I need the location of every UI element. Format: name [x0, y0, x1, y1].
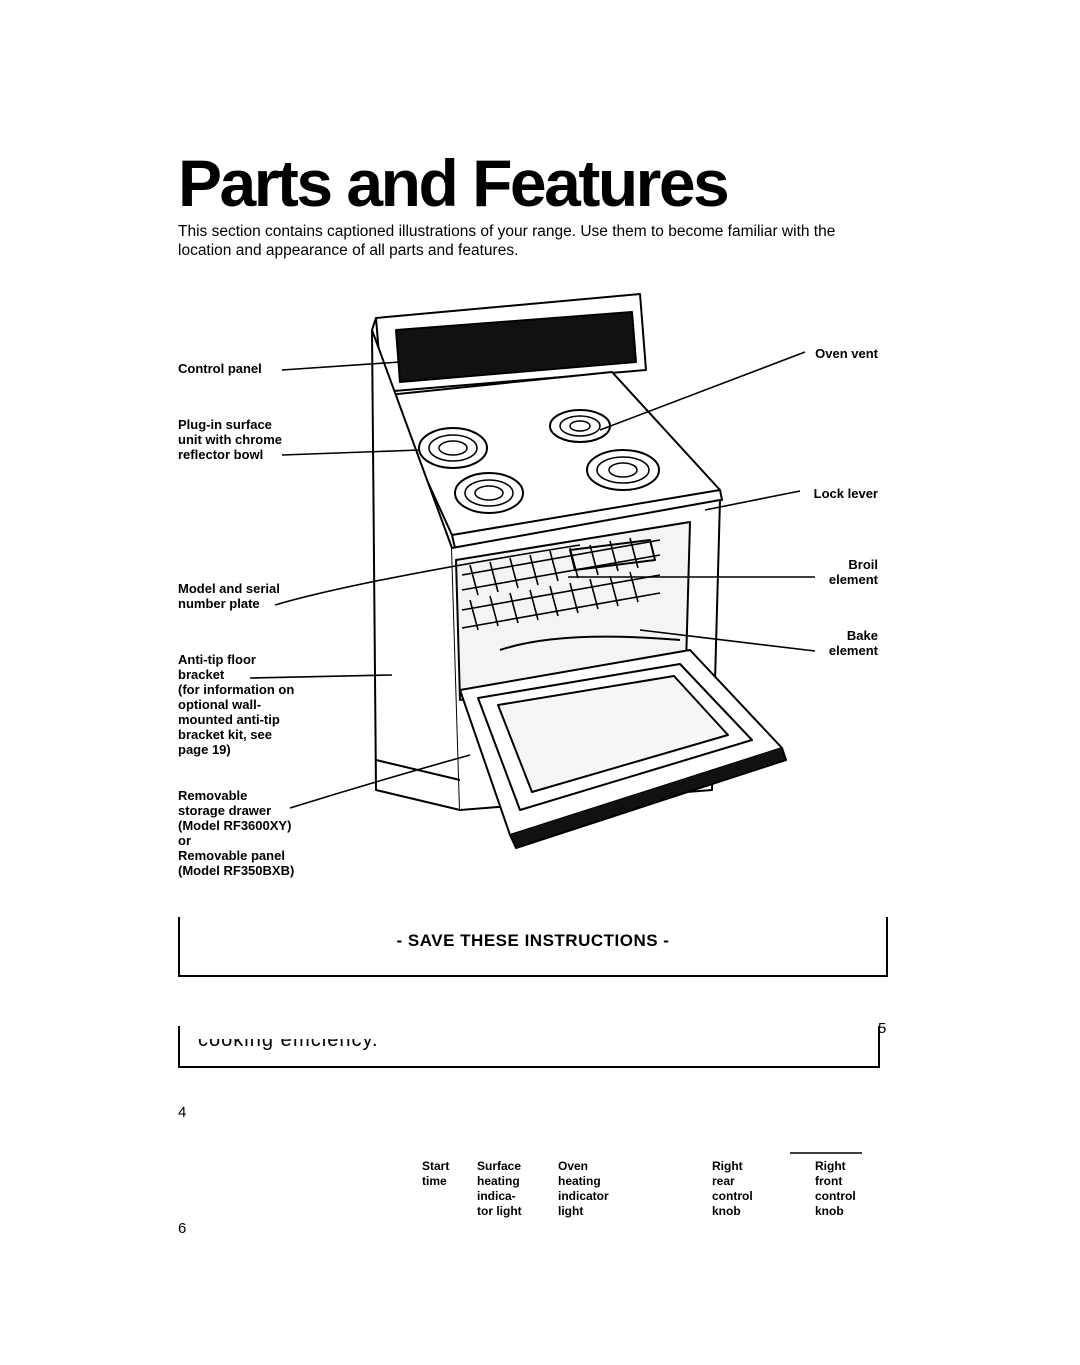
- right-rear-knob-label: Right rear control knob: [712, 1159, 753, 1218]
- broil-element: [569, 539, 656, 571]
- page-number-four: 4: [178, 1104, 187, 1121]
- oven-light-label: Oven heating indicator light: [558, 1159, 609, 1218]
- page-title: Parts and Features: [178, 146, 730, 220]
- bake-element-label: Bake element: [828, 628, 878, 658]
- control-panel-display: [395, 311, 637, 383]
- surface-light-label: Surface heating indica- tor light: [477, 1159, 522, 1218]
- fragment-box: cooking efficiency.: [178, 1026, 880, 1068]
- lock-lever-label: Lock lever: [813, 486, 878, 501]
- page-number-six: 6: [178, 1220, 187, 1237]
- right-front-knob-label: Right front control knob: [815, 1159, 856, 1218]
- control-panel-label: Control panel: [178, 361, 262, 376]
- oven-vent-label: Oven vent: [815, 346, 878, 361]
- broil-element-label: Broil element: [828, 557, 878, 587]
- bake-element: [499, 635, 681, 651]
- fragment-text: cooking efficiency.: [198, 1029, 379, 1051]
- page-number-five: 5: [878, 1020, 887, 1037]
- range-illustration: [249, 293, 816, 849]
- intro-paragraph: This section contains captioned illustra…: [178, 223, 836, 259]
- model-serial-label: Model and serial number plate: [178, 581, 280, 611]
- save-instructions-box: - SAVE THESE INSTRUCTIONS -: [178, 917, 888, 977]
- surface-unit-label: Plug-in surface unit with chrome reflect…: [178, 417, 282, 462]
- save-instructions-text: - SAVE THESE INSTRUCTIONS -: [396, 931, 670, 950]
- start-time-label: Start time: [422, 1159, 450, 1188]
- storage-drawer-label: Removable storage drawer (Model RF3600XY…: [178, 788, 295, 878]
- anti-tip-label: Anti-tip floor bracket (for information …: [178, 652, 295, 757]
